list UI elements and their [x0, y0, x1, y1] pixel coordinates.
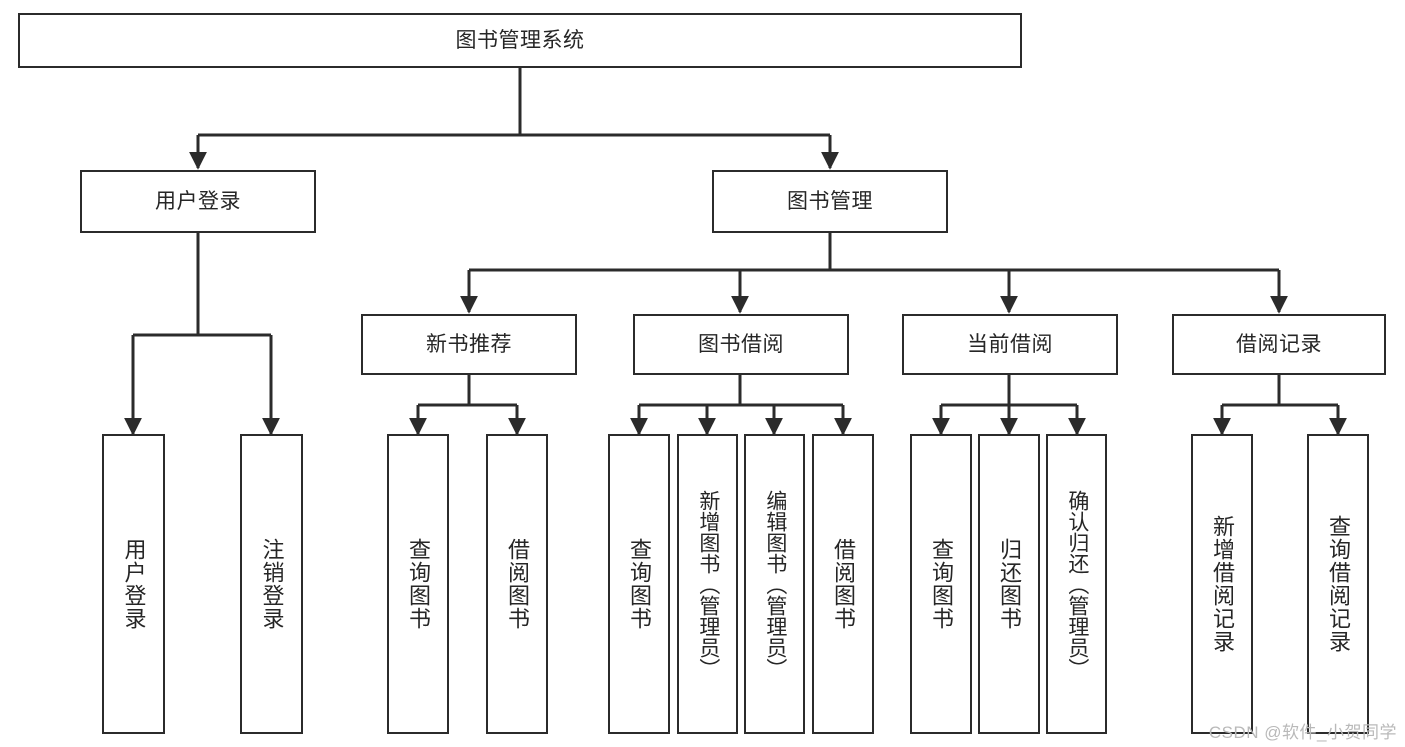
leaf-add-borrow-record[interactable]: 新增借阅记录 [1191, 434, 1253, 734]
leaf-add-book-admin[interactable]: 新增图书（管理员） [677, 434, 738, 734]
leaf-user-logout[interactable]: 注销登录 [240, 434, 303, 734]
node-book-manage[interactable]: 图书管理 [712, 170, 948, 233]
leaf-query-book-borrow[interactable]: 查询图书 [608, 434, 670, 734]
node-root-book-management-system[interactable]: 图书管理系统 [18, 13, 1022, 68]
leaf-edit-book-admin[interactable]: 编辑图书（管理员） [744, 434, 805, 734]
leaf-user-login[interactable]: 用户登录 [102, 434, 165, 734]
csdn-watermark: CSDN @软件_小贺同学 [1208, 723, 1397, 742]
leaf-borrow-book-recommend[interactable]: 借阅图书 [486, 434, 548, 734]
node-user-login[interactable]: 用户登录 [80, 170, 316, 233]
leaf-query-borrow-record[interactable]: 查询借阅记录 [1307, 434, 1369, 734]
leaf-return-book[interactable]: 归还图书 [978, 434, 1040, 734]
node-current-borrow[interactable]: 当前借阅 [902, 314, 1118, 375]
leaf-query-book-current[interactable]: 查询图书 [910, 434, 972, 734]
node-book-borrow[interactable]: 图书借阅 [633, 314, 849, 375]
leaf-query-book-recommend[interactable]: 查询图书 [387, 434, 449, 734]
leaf-borrow-book-borrow[interactable]: 借阅图书 [812, 434, 874, 734]
leaf-confirm-return-admin[interactable]: 确认归还（管理员） [1046, 434, 1107, 734]
node-new-book-recommend[interactable]: 新书推荐 [361, 314, 577, 375]
node-borrow-record[interactable]: 借阅记录 [1172, 314, 1386, 375]
